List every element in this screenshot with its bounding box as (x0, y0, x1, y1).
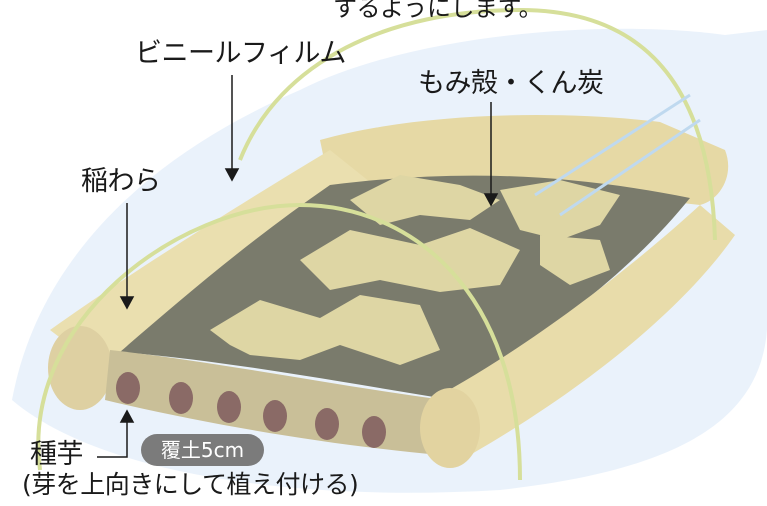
seed-potatoes (116, 372, 386, 448)
top-caption: するようにします。 (333, 0, 543, 22)
front-hoop-wire (36, 202, 522, 481)
label-seed-potato: 種芋 (30, 439, 84, 470)
right-straw-roll-end (420, 388, 480, 468)
right-straw-roll (440, 205, 735, 455)
back-hoop-wire (238, 7, 717, 241)
left-straw-roll-end (48, 326, 112, 410)
label-husk-charcoal: もみ殻・くん炭 (418, 68, 604, 99)
label-vinyl-film: ビニールフィルム (135, 38, 346, 69)
label-rice-straw: 稲わら (81, 166, 161, 197)
film-highlights (534, 93, 701, 217)
leader-lines (97, 75, 499, 458)
soil-cover-badge: 覆土5cm (141, 434, 264, 466)
label-seed-potato-note: (芽を上向きにして植え付ける) (22, 470, 359, 499)
